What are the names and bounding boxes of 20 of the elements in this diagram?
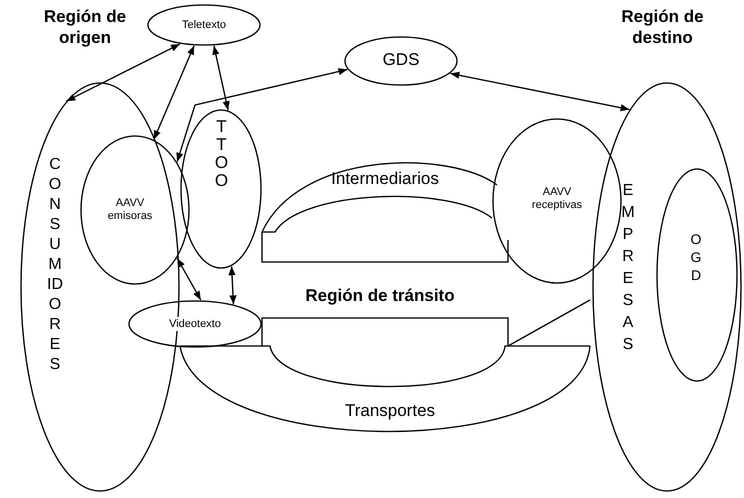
arrow — [176, 68, 348, 162]
node-label: CONSUMIDORES — [47, 155, 63, 375]
node-label: AAVV receptivas — [530, 186, 584, 212]
node-label: Teletexto — [180, 18, 228, 32]
region-heading: Región de origen — [42, 6, 128, 48]
arrow — [66, 43, 180, 102]
region-heading: Región de destino — [620, 6, 705, 48]
node-label: EMPRESAS — [620, 181, 636, 355]
node-label: OGD — [690, 230, 702, 284]
node-label: Transportes — [344, 401, 436, 421]
arrow — [212, 46, 230, 110]
node-label: TTOO — [214, 118, 230, 190]
region-heading: Región de tránsito — [304, 285, 456, 306]
arrow — [153, 45, 195, 140]
arrow — [450, 72, 630, 112]
arrow — [228, 266, 237, 304]
node-label: AAVV emisoras — [106, 197, 154, 223]
arrow — [176, 258, 202, 300]
node-label: GDS — [382, 50, 420, 70]
node-label: Intermediarios — [330, 169, 440, 189]
